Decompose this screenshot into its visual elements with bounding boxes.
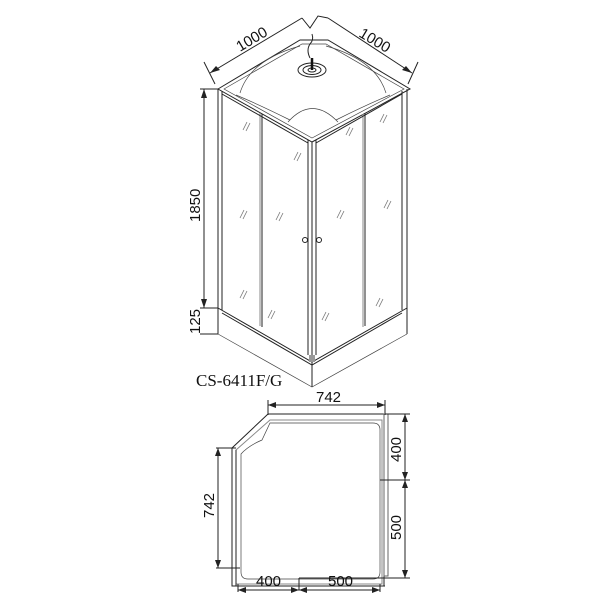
- shower-head-icon: [297, 33, 327, 78]
- plan-view: 742 400 500 742: [201, 389, 410, 593]
- dim-right-width: 1000: [356, 25, 393, 57]
- model-label: CS-6411F/G: [196, 371, 282, 390]
- dim-height: 1850: [187, 189, 204, 222]
- shower-tray: [217, 307, 408, 388]
- dim-top: 742: [316, 389, 341, 406]
- dim-right-upper: 400: [388, 437, 405, 462]
- dim-right-lower: 500: [388, 515, 405, 540]
- dim-left-width: 1000: [233, 24, 270, 56]
- dim-bottom-right: 500: [328, 573, 353, 590]
- glass-reflection-marks: [239, 113, 392, 322]
- top-width-dimensions: [203, 15, 419, 85]
- height-dimensions: [200, 88, 218, 335]
- dim-bottom-left: 400: [256, 573, 281, 590]
- roof: [217, 33, 412, 143]
- dim-left: 742: [201, 493, 218, 518]
- isometric-view: 1000 1000: [187, 15, 419, 390]
- left-wall: [217, 89, 313, 357]
- right-wall: [315, 89, 408, 355]
- dim-tray-height: 125: [187, 309, 204, 334]
- door-handles-icon: [302, 237, 322, 243]
